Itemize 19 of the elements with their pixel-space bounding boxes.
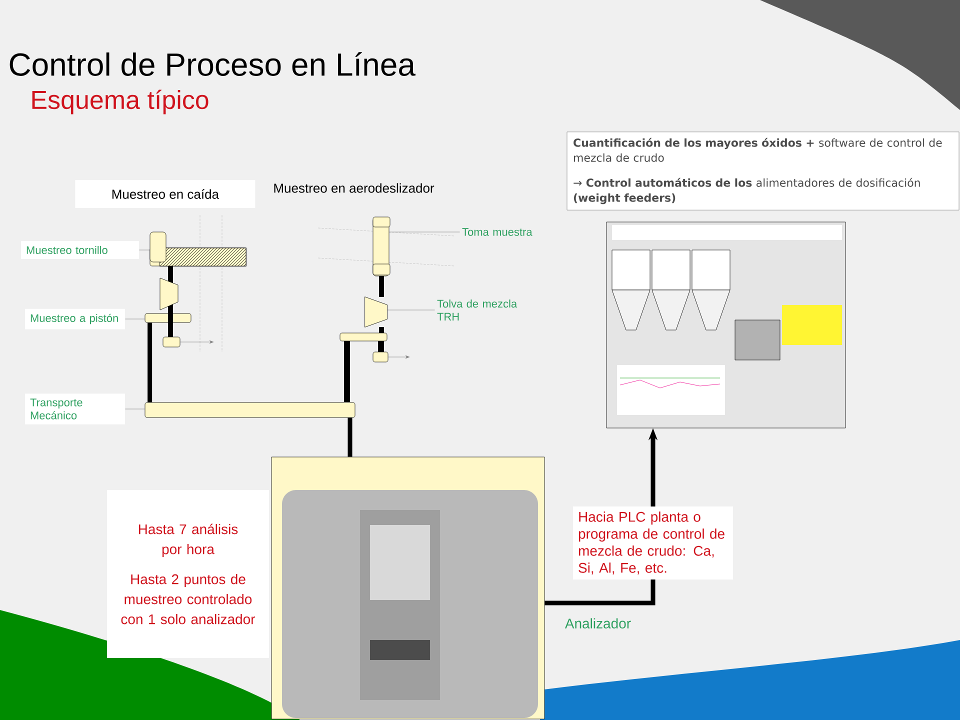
leader-line (125, 408, 145, 410)
connector (348, 418, 352, 457)
subtitle: Esquema típico (32, 90, 208, 114)
callout-label: Transporte Mecánico (25, 394, 125, 424)
callout-label: Muestreo tornillo (21, 240, 139, 260)
callout-label: Tolva de mezcla TRH (437, 300, 518, 320)
callout-label: Toma muestra (462, 228, 532, 236)
section-label: Muestreo en aerodeslizador (274, 183, 434, 193)
title: Control de Proceso en Línea (10, 52, 416, 76)
conveyor (144, 402, 356, 418)
callout-label: Muestreo a pistón (25, 308, 125, 330)
leader-line (125, 318, 145, 320)
edge-label: Hacia PLC planta o programa de control de mezcla de crudo: Ca, Si, Al, Fe, etc. (573, 506, 733, 580)
hopper (364, 296, 388, 328)
note-box: Hasta 7 análisis por hora Hasta 2 puntos de muestreo controlado con 1 solo analizador (107, 490, 269, 658)
node-caption: Analizador (564, 618, 631, 628)
info-box: Cuantificación de los mayores óxidos + software de control de mezcla de crudo → Control automáticos de los alimentadores de dosificación (weight feeders) (566, 132, 960, 210)
connector (148, 322, 152, 402)
section-label: Muestreo en caída (75, 180, 256, 208)
